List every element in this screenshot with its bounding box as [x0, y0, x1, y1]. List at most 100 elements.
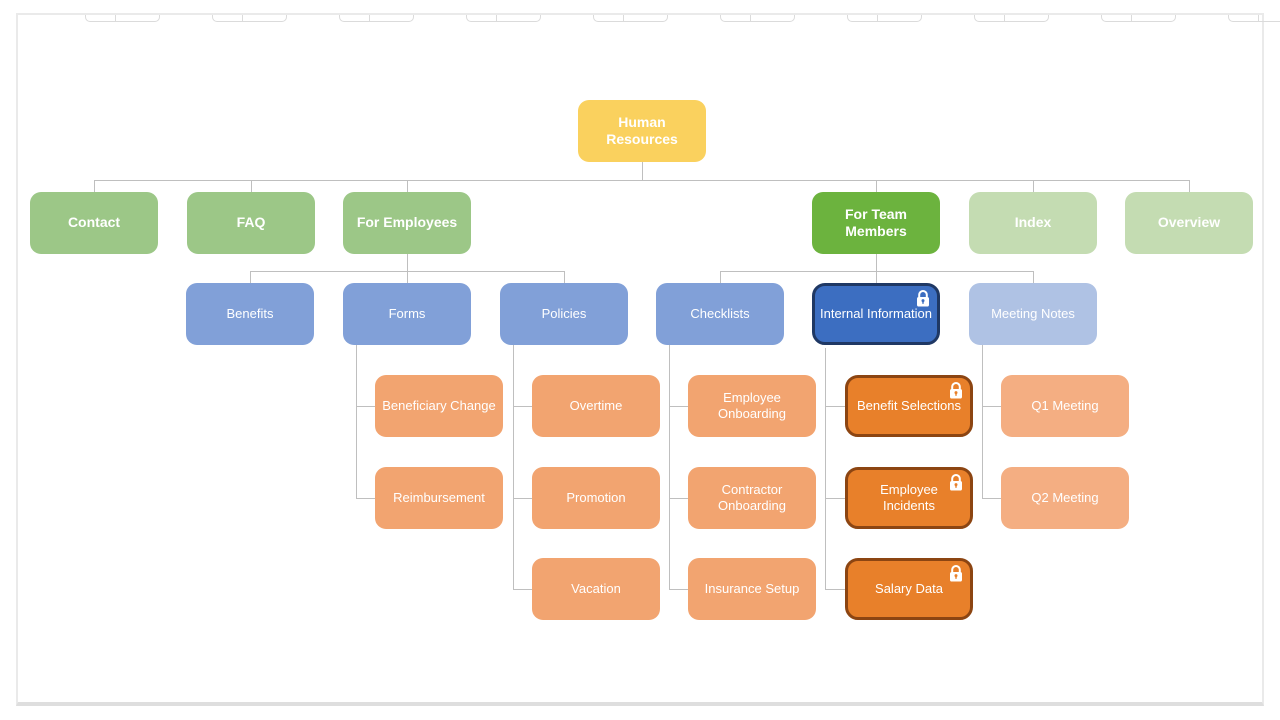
- node-overtime[interactable]: Overtime: [532, 375, 660, 437]
- connector: [407, 271, 408, 283]
- lock-icon: [949, 565, 963, 582]
- node-label: Overtime: [569, 397, 623, 413]
- node-employee-incidents[interactable]: Employee Incidents: [845, 467, 973, 529]
- connector: [250, 271, 251, 283]
- node-human-resources[interactable]: Human Resources: [578, 100, 706, 162]
- node-forms[interactable]: Forms: [343, 283, 471, 345]
- node-q2-meeting[interactable]: Q2 Meeting: [1001, 467, 1129, 529]
- node-label: Overview: [1157, 214, 1221, 231]
- node-benefits[interactable]: Benefits: [186, 283, 314, 345]
- connector: [1033, 271, 1034, 283]
- node-label: Forms: [388, 305, 426, 321]
- node-checklists[interactable]: Checklists: [656, 283, 784, 345]
- connector: [94, 180, 95, 192]
- connector: [513, 589, 532, 590]
- node-label: Contact: [67, 214, 121, 231]
- connector: [1189, 180, 1190, 192]
- connector: [642, 162, 643, 180]
- node-label: Checklists: [690, 305, 750, 321]
- node-label: Internal Information: [820, 305, 933, 321]
- connector: [564, 271, 565, 283]
- connector: [876, 180, 877, 192]
- connector: [876, 254, 877, 271]
- lock-icon: [949, 474, 963, 491]
- connector: [825, 589, 845, 590]
- node-label: For Team Members: [845, 205, 907, 240]
- node-label: FAQ: [236, 214, 266, 231]
- page-break-mark: [847, 15, 922, 22]
- connector: [356, 345, 357, 498]
- node-label: Benefits: [226, 305, 274, 321]
- node-for-employees[interactable]: For Employees: [343, 192, 471, 254]
- connector: [251, 180, 252, 192]
- connector: [825, 406, 845, 407]
- connector: [825, 348, 826, 589]
- node-contact[interactable]: Contact: [30, 192, 158, 254]
- page-break-mark: [974, 15, 1049, 22]
- connector: [982, 498, 1001, 499]
- node-label: Vacation: [571, 580, 621, 596]
- node-label: Reimbursement: [393, 489, 485, 505]
- node-label: Human Resources: [606, 113, 678, 148]
- connector: [356, 406, 375, 407]
- page-break-mark: [339, 15, 414, 22]
- node-contractor-onboarding[interactable]: Contractor Onboarding: [688, 467, 816, 529]
- connector: [513, 345, 514, 589]
- page-break-mark: [212, 15, 287, 22]
- node-beneficiary-change[interactable]: Beneficiary Change: [375, 375, 503, 437]
- node-label: Beneficiary Change: [382, 397, 496, 413]
- page-break-mark: [466, 15, 541, 22]
- node-q1-meeting[interactable]: Q1 Meeting: [1001, 375, 1129, 437]
- node-promotion[interactable]: Promotion: [532, 467, 660, 529]
- node-label: Employee Incidents: [880, 481, 938, 513]
- page-break-mark: [720, 15, 795, 22]
- connector: [356, 498, 375, 499]
- node-employee-onboarding[interactable]: Employee Onboarding: [688, 375, 816, 437]
- node-label: For Employees: [356, 214, 458, 231]
- connector: [513, 406, 532, 407]
- node-label: Insurance Setup: [704, 580, 800, 596]
- connector: [513, 498, 532, 499]
- node-label: Index: [1014, 214, 1052, 231]
- connector: [669, 406, 688, 407]
- node-label: Employee Onboarding: [718, 389, 786, 421]
- node-label: Benefit Selections: [856, 397, 962, 413]
- lock-icon: [949, 382, 963, 399]
- node-label: Q1 Meeting: [1031, 397, 1099, 413]
- connector: [669, 345, 670, 589]
- node-label: Q2 Meeting: [1031, 489, 1099, 505]
- node-index[interactable]: Index: [969, 192, 1097, 254]
- connector: [669, 498, 688, 499]
- node-meeting-notes[interactable]: Meeting Notes: [969, 283, 1097, 345]
- page-break-mark: [1228, 15, 1280, 22]
- node-insurance-setup[interactable]: Insurance Setup: [688, 558, 816, 620]
- node-vacation[interactable]: Vacation: [532, 558, 660, 620]
- lock-icon: [916, 290, 930, 307]
- connector: [825, 498, 845, 499]
- node-faq[interactable]: FAQ: [187, 192, 315, 254]
- page-break-mark: [85, 15, 160, 22]
- page-break-mark: [593, 15, 668, 22]
- node-label: Meeting Notes: [991, 305, 1075, 321]
- node-label: Policies: [541, 305, 587, 321]
- connector: [982, 406, 1001, 407]
- node-for-team-members[interactable]: For Team Members: [812, 192, 940, 254]
- connector: [1033, 180, 1034, 192]
- node-label: Contractor Onboarding: [718, 481, 786, 513]
- connector: [720, 271, 1034, 272]
- page-break-mark: [1101, 15, 1176, 22]
- node-salary-data[interactable]: Salary Data: [845, 558, 973, 620]
- node-benefit-selections[interactable]: Benefit Selections: [845, 375, 973, 437]
- connector: [94, 180, 1190, 181]
- node-label: Promotion: [566, 489, 626, 505]
- node-reimbursement[interactable]: Reimbursement: [375, 467, 503, 529]
- node-label: Salary Data: [875, 580, 943, 596]
- connector: [876, 271, 877, 283]
- node-overview[interactable]: Overview: [1125, 192, 1253, 254]
- connector: [407, 254, 408, 271]
- node-internal-information[interactable]: Internal Information: [812, 283, 940, 345]
- node-policies[interactable]: Policies: [500, 283, 628, 345]
- connector: [669, 589, 688, 590]
- connector: [982, 345, 983, 498]
